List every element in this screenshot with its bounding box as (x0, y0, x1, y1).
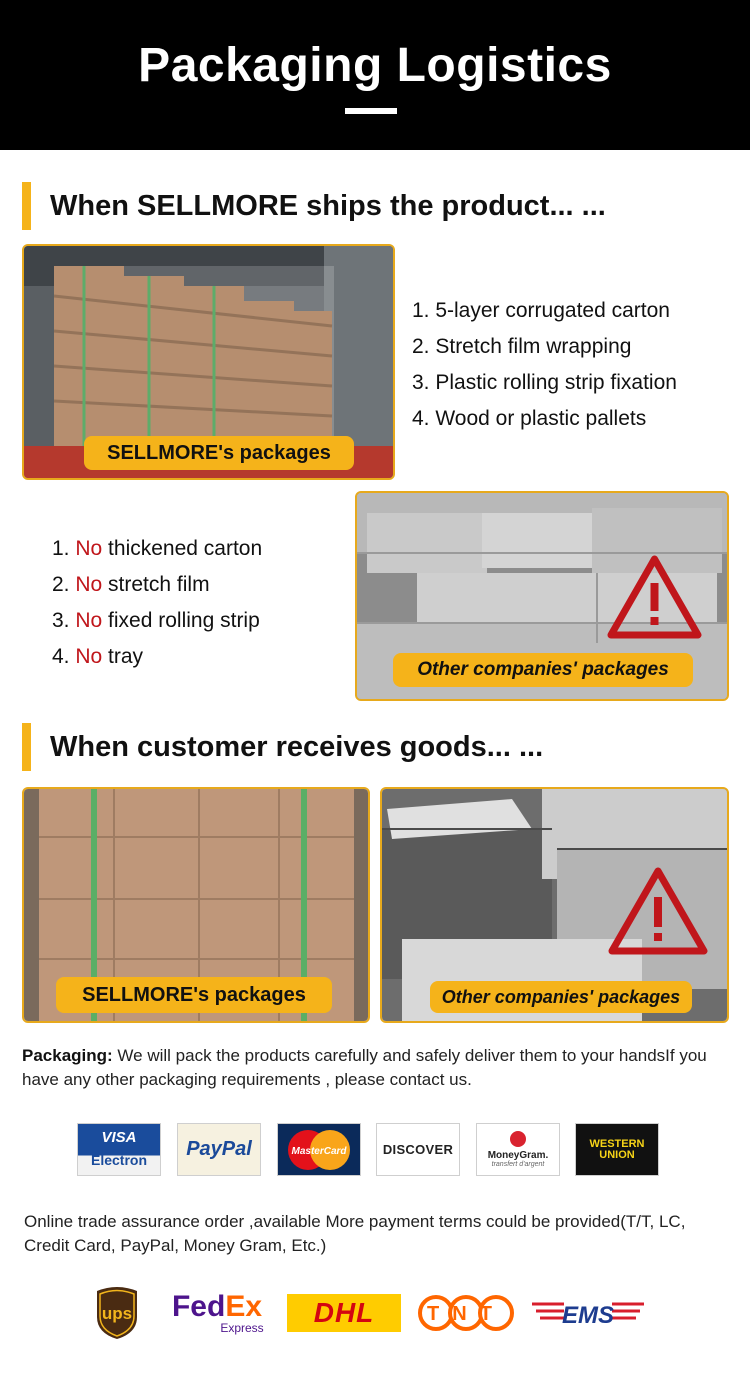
sellmore-received-tag: SELLMORE's packages (56, 977, 332, 1013)
packaging-text: We will pack the products carefully and … (22, 1046, 707, 1089)
list-item: 2. No stretch film (52, 573, 210, 596)
section-title: When customer receives goods... ... (50, 731, 544, 763)
list-item: 3. No fixed rolling strip (52, 609, 260, 632)
mastercard-logo: MasterCard (277, 1123, 361, 1176)
svg-text:TNT: TNT (427, 1303, 505, 1325)
section-accent-bar (22, 723, 31, 771)
other-packages-photo: Other companies' packages (355, 491, 729, 701)
other-packages-tag: Other companies' packages (393, 653, 693, 687)
visa-electron-logo: VISA Electron (77, 1123, 161, 1176)
section-title: When SELLMORE ships the product... ... (50, 190, 606, 222)
page-title: Packaging Logistics (138, 39, 612, 92)
fedex-logo: FedEx Express (171, 1290, 264, 1335)
page-header: Packaging Logistics (0, 0, 750, 150)
western-union-logo: WESTERN UNION (575, 1123, 659, 1176)
warning-icon (607, 555, 702, 639)
sellmore-packages-tag: SELLMORE's packages (84, 436, 354, 470)
list-item: 4. Wood or plastic pallets (412, 407, 647, 430)
ups-logo: ups (92, 1285, 142, 1341)
paypal-logo: PayPal (177, 1123, 261, 1176)
tnt-logo: TNT (418, 1285, 514, 1341)
warning-icon (608, 867, 708, 955)
title-underline (345, 108, 397, 114)
packaging-note: Packaging: We will pack the products car… (22, 1044, 728, 1092)
payment-terms-text: Online trade assurance order ,available … (24, 1212, 686, 1255)
sellmore-features-list: 1. 5-layer corrugated carton 2. Stretch … (412, 293, 677, 437)
dhl-logo: DHL (287, 1285, 401, 1341)
list-item: 1. 5-layer corrugated carton (412, 299, 670, 322)
svg-text:ups: ups (102, 1304, 132, 1323)
moneygram-logo: MoneyGram. transfert d'argent (476, 1123, 560, 1176)
other-received-tag: Other companies' packages (430, 981, 692, 1013)
list-item: 4. No tray (52, 645, 144, 668)
list-item: 3. Plastic rolling strip fixation (412, 371, 677, 394)
other-companies-list: 1. No thickened carton 2. No stretch fil… (52, 531, 262, 675)
discover-logo: DISCOVER (376, 1123, 460, 1176)
svg-text:MasterCard: MasterCard (291, 1146, 347, 1157)
ems-logo: EMS (530, 1285, 646, 1341)
section-accent-bar (22, 182, 31, 230)
svg-text:EMS: EMS (562, 1302, 614, 1329)
packaging-label: Packaging: (22, 1046, 113, 1065)
sellmore-received-photo: SELLMORE's packages (22, 787, 370, 1023)
other-received-photo: Other companies' packages (380, 787, 729, 1023)
list-item: 1. No thickened carton (52, 537, 263, 560)
list-item: 2. Stretch film wrapping (412, 335, 632, 358)
sellmore-pallets-photo: SELLMORE's packages (22, 244, 395, 480)
